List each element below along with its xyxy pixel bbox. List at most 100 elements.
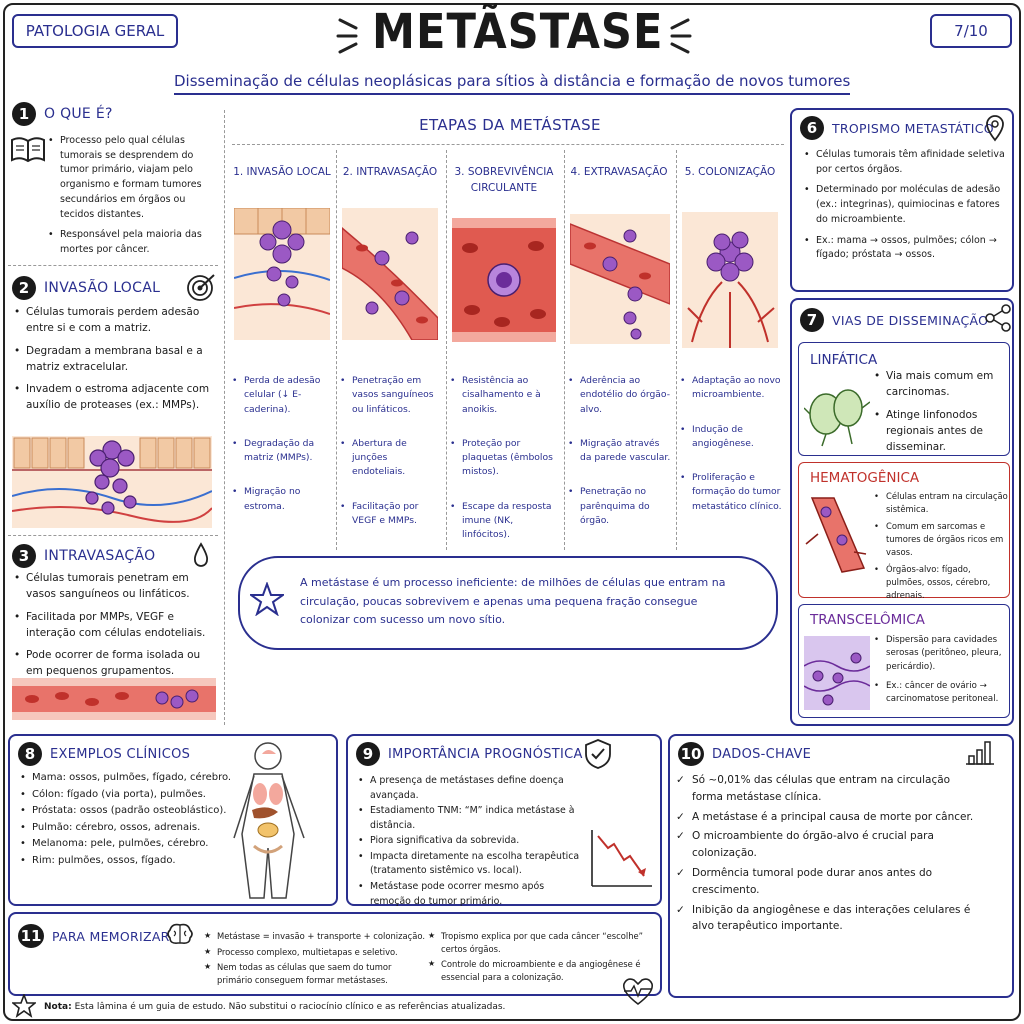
- section-title: EXEMPLOS CLÍNICOS: [50, 746, 191, 762]
- section-2-list: Células tumorais perdem adesão entre si …: [12, 304, 212, 420]
- lymph-list: Via mais comum em carcinomas. Atinge lin…: [872, 368, 1008, 461]
- section-10-list: Só ~0,01% das células que entram na circ…: [676, 772, 976, 938]
- hema-title: HEMATOGÊNICA: [810, 470, 920, 486]
- section-1-list: Processo pelo qual células tumorais se d…: [46, 134, 222, 264]
- list-item: Rim: pulmões, ossos, fígado.: [18, 853, 238, 869]
- trans-title: TRANSCELÔMICA: [810, 612, 925, 628]
- list-item: Ex.: mama → ossos, pulmões; cólon → fíga…: [802, 234, 1008, 263]
- footer-note: Nota: Esta lâmina é um guia de estudo. N…: [44, 1002, 505, 1012]
- page-number: 7/10: [930, 14, 1012, 48]
- list-item: Metástase pode ocorrer mesmo após remoçã…: [356, 880, 586, 909]
- list-item: Penetração no parênquima do órgão.: [566, 485, 672, 528]
- trans-list: Dispersão para cavidades serosas (peritô…: [872, 634, 1010, 713]
- vessel-illustration: [12, 678, 216, 720]
- list-item: Dormência tumoral pode durar anos antes …: [676, 865, 976, 899]
- blood-vessel-illustration: [805, 497, 867, 573]
- section-title: VIAS DE DISSEMINAÇÃO: [832, 312, 989, 328]
- stage-3-illustration: [452, 218, 556, 342]
- stage-2-illustration: [342, 208, 438, 340]
- list-item: Impacta diretamente na escolha terapêuti…: [356, 850, 586, 879]
- section-title: INTRAVASAÇÃO: [44, 548, 156, 564]
- section-6-header: 6 TROPISMO METASTÁTICO: [800, 116, 994, 140]
- list-item: Estadiamento TNM: “M” indica metástase à…: [356, 804, 586, 833]
- footer-label: Nota:: [44, 1002, 72, 1012]
- section-title: O QUE É?: [44, 106, 113, 122]
- list-item: Controle do microambiente e da angiogêne…: [428, 958, 654, 983]
- brain-icon: [167, 923, 193, 944]
- stage-label: 4. EXTRAVASAÇÃO: [570, 166, 668, 178]
- list-item: Pulmão: cérebro, ossos, adrenais.: [18, 820, 238, 836]
- list-item: Pode ocorrer de forma isolada ou em pequ…: [12, 647, 212, 680]
- section-number: 6: [800, 116, 824, 140]
- list-item: Migração no estroma.: [230, 485, 334, 514]
- section-8-list: Mama: ossos, pulmões, fígado, cérebro. C…: [18, 770, 238, 869]
- section-11-card: [8, 912, 662, 996]
- list-item: Adaptação ao novo microambiente.: [678, 374, 784, 403]
- declining-trend-icon: [591, 830, 652, 887]
- section-number: 9: [356, 742, 380, 766]
- heart-pulse-icon: [622, 978, 654, 1006]
- list-item: Melanoma: pele, pulmões, cérebro.: [18, 836, 238, 852]
- course-tag-label: PATOLOGIA GERAL: [25, 22, 165, 40]
- note-text: A metástase é um processo ineficiente: d…: [300, 576, 726, 627]
- bar-chart-icon: [966, 741, 994, 765]
- divider: [676, 150, 677, 550]
- divider: [8, 265, 218, 266]
- list-item: Células tumorais perdem adesão entre si …: [12, 304, 212, 337]
- target-icon: [187, 274, 215, 301]
- section-title: PARA MEMORIZAR: [52, 928, 170, 944]
- sparkle-left-icon: [336, 18, 358, 54]
- section-title: INVASÃO LOCAL: [44, 280, 161, 296]
- section-11-header: 11 PARA MEMORIZAR: [18, 924, 170, 948]
- section-8-header: 8 EXEMPLOS CLÍNICOS: [18, 742, 190, 766]
- list-item: Abertura de junções endoteliais.: [338, 437, 442, 480]
- section-number: 8: [18, 742, 42, 766]
- list-item: Células tumorais penetram em vasos sangu…: [12, 570, 212, 603]
- serous-cavity-illustration: [804, 636, 870, 710]
- stage-4-illustration: [570, 214, 670, 344]
- section-title: IMPORTÂNCIA PROGNÓSTICA: [388, 746, 583, 762]
- list-item: Células tumorais têm afinidade seletiva …: [802, 148, 1008, 177]
- list-item: Processo pelo qual células tumorais se d…: [46, 134, 222, 222]
- divider: [232, 144, 784, 145]
- list-item: A presença de metástases define doença a…: [356, 774, 586, 803]
- shield-check-icon: [585, 739, 611, 769]
- stage-label: 2. INTRAVASAÇÃO: [342, 166, 438, 178]
- note-cloud: [238, 556, 778, 650]
- list-item: Nem todas as células que saem do tumor p…: [204, 961, 426, 986]
- list-item: Só ~0,01% das células que entram na circ…: [676, 772, 976, 806]
- section-3-list: Células tumorais penetram em vasos sangu…: [12, 570, 212, 686]
- section-number: 3: [12, 544, 36, 568]
- list-item: Cólon: fígado (via porta), pulmões.: [18, 787, 238, 803]
- human-body-illustration: [233, 742, 305, 899]
- stage-1-list: Perda de adesão celular (↓ E-caderina). …: [230, 374, 334, 534]
- section-8-card: [8, 734, 338, 906]
- list-item: Proteção por plaquetas (êmbolos mistos).: [448, 437, 560, 480]
- page-subtitle: Disseminação de células neoplásicas para…: [174, 72, 850, 95]
- section-2-header: 2 INVASÃO LOCAL: [12, 276, 160, 300]
- list-item: Processo complexo, multietapas e seletiv…: [204, 946, 426, 959]
- list-item: Indução de angiogênese.: [678, 423, 784, 452]
- book-icon: [11, 137, 45, 163]
- list-item: Aderência ao endotélio do órgão-alvo.: [566, 374, 672, 417]
- list-item: Facilitada por MMPs, VEGF e interação co…: [12, 609, 212, 642]
- stage-5-illustration: [682, 212, 778, 348]
- footer-text: Esta lâmina é um guia de estudo. Não sub…: [74, 1002, 506, 1012]
- list-item: Dispersão para cavidades serosas (peritô…: [872, 634, 1010, 674]
- divider: [564, 150, 565, 550]
- list-item: Inibição da angiogênese e das interações…: [676, 902, 976, 936]
- list-item: Determinado por moléculas de adesão (ex.…: [802, 183, 1008, 227]
- page-number-label: 7/10: [954, 22, 988, 40]
- list-item: Piora significativa da sobrevida.: [356, 834, 586, 849]
- stage-label: 1. INVASÃO LOCAL: [233, 166, 331, 178]
- list-item: Perda de adesão celular (↓ E-caderina).: [230, 374, 334, 417]
- location-pin-icon: [986, 115, 1004, 142]
- section-6-card: [790, 108, 1014, 292]
- lymph-node-illustration: [804, 389, 870, 447]
- list-item: Células entram na circulação sistêmica.: [872, 490, 1010, 516]
- list-item: Mama: ossos, pulmões, fígado, cérebro.: [18, 770, 238, 786]
- section-9-list: A presença de metástases define doença a…: [356, 774, 586, 910]
- page-title: METÃSTASE: [372, 4, 664, 60]
- section-1-header: 1 O QUE É?: [12, 102, 113, 126]
- section-3-header: 3 INTRAVASAÇÃO: [12, 544, 155, 568]
